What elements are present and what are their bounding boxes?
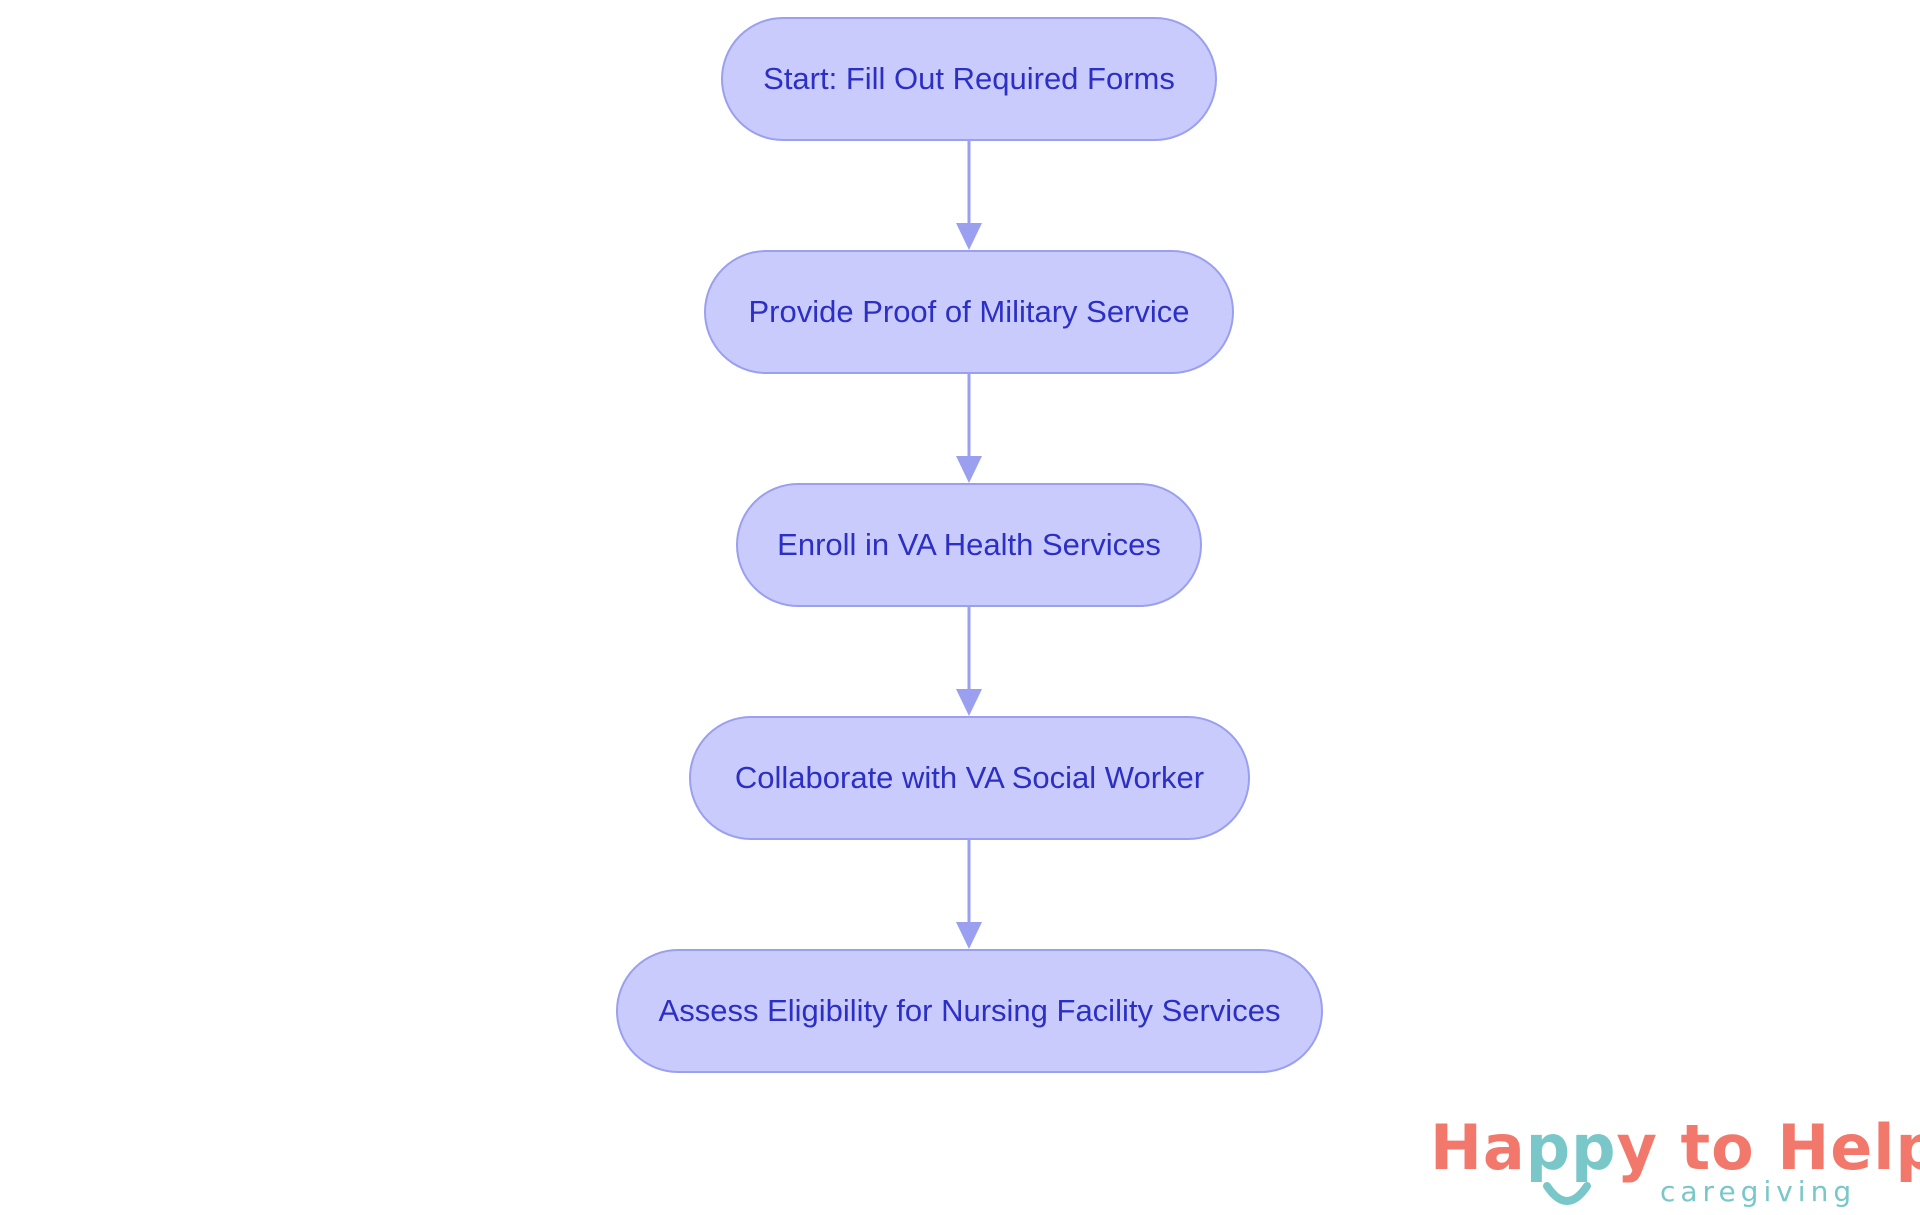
flow-step-start-fill-out-forms: Start: Fill Out Required Forms [721, 17, 1217, 141]
flow-step-assess-eligibility: Assess Eligibility for Nursing Facility … [616, 949, 1323, 1073]
flow-step-label: Assess Eligibility for Nursing Facility … [658, 993, 1281, 1028]
flow-step-enroll-va-health: Enroll in VA Health Services [736, 483, 1202, 607]
flow-step-label: Collaborate with VA Social Worker [734, 760, 1205, 795]
flow-step-label: Provide Proof of Military Service [748, 294, 1190, 329]
logo-title-part-pp: pp [1525, 1111, 1617, 1184]
logo-subtitle: caregiving [1660, 1175, 1857, 1208]
flow-step-label: Start: Fill Out Required Forms [763, 61, 1175, 96]
smile-icon [1543, 1182, 1591, 1205]
flow-step-collaborate-social-worker: Collaborate with VA Social Worker [689, 716, 1250, 840]
arrowhead-n1-n2 [956, 223, 982, 250]
brand-logo: Happy to Help caregiving [1430, 1112, 1920, 1212]
logo-title-part-ha: Ha [1430, 1111, 1526, 1184]
logo-title: Happy to Help [1430, 1112, 1920, 1184]
flow-step-label: Enroll in VA Health Services [777, 527, 1161, 562]
arrowhead-n4-n5 [956, 922, 982, 949]
arrowhead-n2-n3 [956, 456, 982, 483]
arrowhead-n3-n4 [956, 689, 982, 716]
logo-title-part-rest: y to Help [1616, 1111, 1920, 1184]
flow-step-provide-proof-of-service: Provide Proof of Military Service [704, 250, 1234, 374]
